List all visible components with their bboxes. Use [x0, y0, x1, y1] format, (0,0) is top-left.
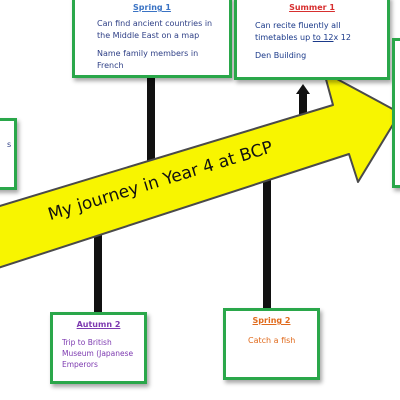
card-left-partial: s [0, 118, 17, 190]
connector-spring1 [147, 76, 155, 186]
card-item: Den Building [255, 51, 307, 60]
card-item-line: Emperors [62, 360, 98, 369]
journey-arrow: My journey in Year 4 at BCP [0, 71, 400, 269]
card-item: Can find ancient countries in the Middle… [97, 19, 213, 40]
card-item-underlined: to 12 [312, 33, 334, 42]
card-fragment: s [7, 140, 12, 149]
card-heading: Summer 1 [289, 3, 335, 12]
card-item: Name family members in French [97, 49, 199, 70]
card-spring-1: Spring 1 Can find ancient countries in t… [72, 0, 232, 78]
card-heading: Spring 1 [133, 3, 171, 12]
card-heading: Autumn 2 [76, 320, 121, 329]
card-right-partial [392, 38, 400, 188]
card-heading: Spring 2 [252, 316, 291, 325]
card-item: Catch a fish [248, 336, 296, 345]
card-spring-2: Spring 2 Catch a fish [223, 308, 320, 380]
connector-autumn2 [94, 230, 102, 314]
card-autumn-2: Autumn 2 Trip to British Museum (Japanes… [50, 312, 147, 384]
card-item-line: x 12 [333, 33, 351, 42]
connector-spring2 [263, 176, 271, 310]
card-summer-1: Summer 1 Can recite fluently all timetab… [234, 0, 390, 80]
card-item-line: Museum (Japanese [62, 349, 134, 358]
card-item-line: Trip to British [62, 338, 112, 347]
card-item-line: timetables up [255, 33, 313, 42]
connector-summer1-arrowhead [296, 84, 310, 94]
card-item-line: Can recite fluently all [255, 21, 341, 30]
